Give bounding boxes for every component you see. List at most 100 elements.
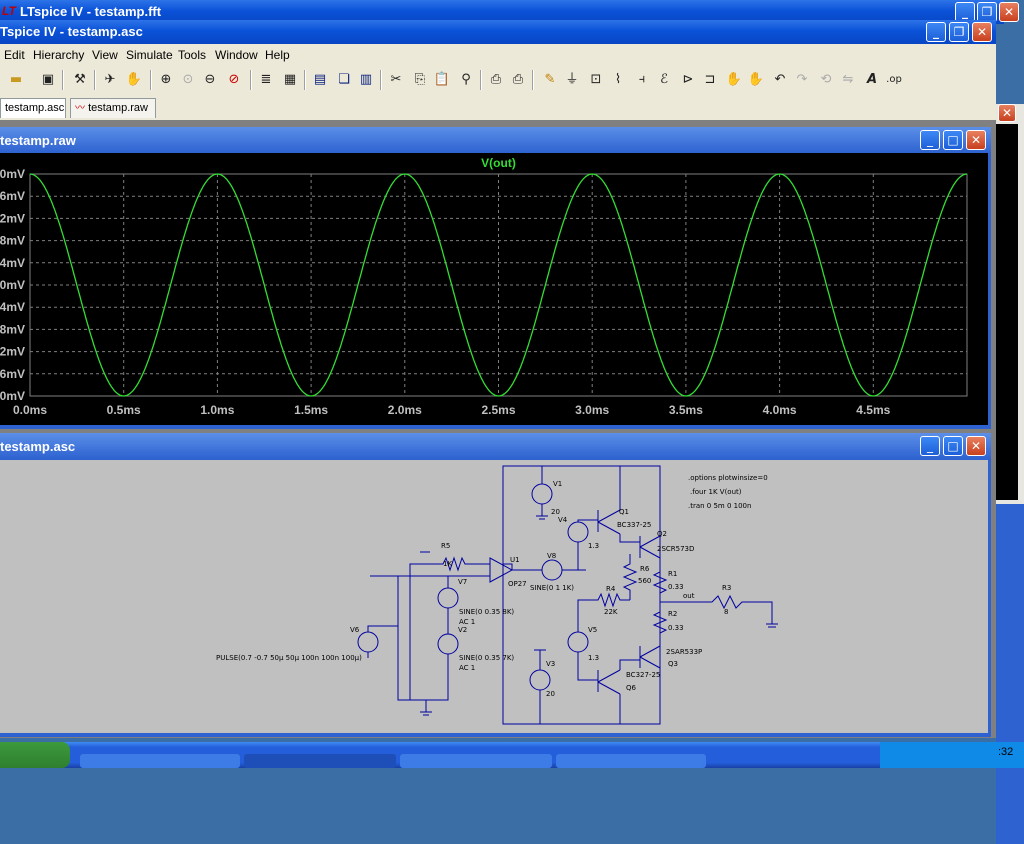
main-minimize-button[interactable]: _ — [926, 22, 946, 42]
q6-value: BC327-25 — [626, 671, 661, 679]
r5-label: R5 — [441, 542, 451, 550]
tab-testamp-asc[interactable]: testamp.asc — [0, 98, 66, 118]
mirror-icon[interactable]: ⇋ — [842, 72, 854, 87]
directive-options[interactable]: .options plotwinsize=0 — [688, 474, 768, 482]
ground-icon[interactable]: ⏚ — [565, 72, 579, 87]
save-icon[interactable]: ▣ — [41, 72, 55, 87]
diode-icon[interactable]: ⊳ — [682, 72, 694, 87]
waveform-close-button[interactable]: ✕ — [966, 130, 986, 150]
v3-value: 20 — [546, 690, 555, 698]
redo-icon[interactable]: ↷ — [796, 72, 808, 87]
cut-icon[interactable]: ✂ — [390, 72, 402, 87]
grid-icon[interactable]: ▦ — [283, 72, 297, 87]
schematic-drawing — [357, 465, 778, 725]
start-button[interactable] — [0, 742, 70, 768]
waveform-icon: 〰 — [75, 103, 85, 114]
spice-directive-icon[interactable]: .op — [886, 74, 902, 85]
taskbar-button[interactable] — [556, 754, 706, 768]
draw-wire-icon[interactable]: ✎ — [544, 72, 556, 87]
directive-tran[interactable]: .tran 0 5m 0 100n — [688, 502, 752, 510]
background-close-button[interactable]: ✕ — [998, 104, 1016, 122]
schematic-canvas[interactable]: .options plotwinsize=0 .four 1K V(out) .… — [0, 460, 988, 733]
menu-edit[interactable]: Edit — [4, 48, 25, 62]
menu-tools[interactable]: Tools — [178, 48, 207, 62]
outer-close-button[interactable]: ✕ — [999, 2, 1019, 22]
x-tick-label: 0.5ms — [107, 403, 141, 417]
menu-view[interactable]: View — [92, 48, 118, 62]
r1-label: R1 — [668, 570, 678, 578]
tile-vertical-icon[interactable]: ▥ — [359, 72, 373, 87]
v4-label: V4 — [558, 516, 568, 524]
v6-label: V6 — [350, 626, 360, 634]
opamp-u1 — [489, 557, 514, 583]
zoom-in-icon[interactable]: ⊕ — [160, 72, 172, 87]
schematic-close-button[interactable]: ✕ — [966, 436, 986, 456]
menu-hierarchy[interactable]: Hierarchy — [33, 48, 85, 62]
drag-icon[interactable]: ✋ — [747, 72, 765, 87]
outer-minimize-button[interactable]: _ — [955, 2, 975, 22]
y-tick-label: 4mV — [0, 256, 25, 270]
waveform-window-titlebar[interactable]: testamp.raw _ □ ✕ — [0, 127, 991, 153]
run-icon[interactable]: ✈ — [104, 72, 116, 87]
voltage-source-v8 — [541, 559, 563, 581]
x-tick-label: 1.5ms — [294, 403, 328, 417]
rotate-icon[interactable]: ⟲ — [820, 72, 832, 87]
schematic-minimize-button[interactable]: _ — [920, 436, 940, 456]
capacitor-icon[interactable]: ⫞ — [638, 72, 646, 87]
toolbar-separator — [250, 70, 252, 90]
paste-icon[interactable]: 📋 — [433, 72, 451, 87]
toolbar: ▬ ▣ ⚒ ✈ ✋ ⊕ ⊙ ⊖ ⊘ ≣ ▦ ▤ ❏ ▥ ✂ ⎘ 📋 ⚲ ⎙ ⎙ … — [0, 66, 996, 97]
waveform-maximize-button[interactable]: □ — [943, 130, 963, 150]
undo-icon[interactable]: ↶ — [774, 72, 786, 87]
main-window-title: Tspice IV - testamp.asc — [0, 24, 143, 39]
main-restore-button[interactable]: ❐ — [949, 22, 969, 42]
print-setup-icon[interactable]: ⎙ — [490, 72, 502, 87]
tab-testamp-raw[interactable]: 〰 testamp.raw — [70, 98, 156, 118]
component-icon[interactable]: ⊐ — [704, 72, 716, 87]
u1-label: U1 — [510, 556, 520, 564]
resistor-r1 — [652, 558, 668, 602]
tile-horizontal-icon[interactable]: ▤ — [313, 72, 327, 87]
menu-window[interactable]: Window — [215, 48, 258, 62]
cascade-icon[interactable]: ❏ — [338, 72, 350, 87]
toolbar-separator — [480, 70, 482, 90]
taskbar-button[interactable] — [400, 754, 552, 768]
main-close-button[interactable]: ✕ — [972, 22, 992, 42]
inductor-icon[interactable]: ℰ — [660, 72, 668, 87]
open-folder-icon[interactable]: ▬ — [9, 72, 23, 87]
zoom-out-icon[interactable]: ⊖ — [204, 72, 216, 87]
schematic-window-titlebar[interactable]: testamp.asc _ □ ✕ — [0, 433, 991, 459]
print-icon[interactable]: ⎙ — [512, 72, 524, 87]
v6-value: PULSE(0.7 -0.7 50µ 50µ 100n 100n 100µ) — [216, 654, 362, 662]
autorange-icon[interactable]: ≣ — [260, 72, 272, 87]
r4-label: R4 — [606, 585, 616, 593]
pan-icon[interactable]: ⊙ — [182, 72, 194, 87]
move-icon[interactable]: ✋ — [725, 72, 743, 87]
menu-help[interactable]: Help — [265, 48, 290, 62]
find-icon[interactable]: ⚲ — [461, 72, 471, 87]
taskbar-button[interactable] — [80, 754, 240, 768]
toolbar-separator — [62, 70, 64, 90]
background-black-area — [996, 124, 1018, 500]
zoom-cancel-icon[interactable]: ⊘ — [228, 72, 240, 87]
x-tick-label: 2.5ms — [481, 403, 515, 417]
copy-icon[interactable]: ⎘ — [414, 72, 426, 87]
v1-label: V1 — [553, 480, 563, 488]
control-panel-icon[interactable]: ⚒ — [74, 72, 86, 87]
schematic-maximize-button[interactable]: □ — [943, 436, 963, 456]
taskbar-button[interactable] — [244, 754, 396, 768]
halt-icon[interactable]: ✋ — [125, 72, 143, 87]
label-net-icon[interactable]: ⊡ — [590, 72, 602, 87]
text-icon[interactable]: A — [866, 72, 878, 87]
outer-restore-button[interactable]: ❐ — [977, 2, 997, 22]
menu-simulate[interactable]: Simulate — [126, 48, 173, 62]
waveform-window-title: testamp.raw — [0, 133, 76, 148]
ltspice-logo-icon: LT — [2, 4, 16, 18]
schematic-window-title: testamp.asc — [0, 439, 76, 454]
directive-four[interactable]: .four 1K V(out) — [690, 488, 742, 496]
waveform-minimize-button[interactable]: _ — [920, 130, 940, 150]
resistor-icon[interactable]: ⌇ — [614, 72, 622, 87]
main-window-titlebar[interactable]: Tspice IV - testamp.asc _ ❐ ✕ — [0, 20, 996, 44]
